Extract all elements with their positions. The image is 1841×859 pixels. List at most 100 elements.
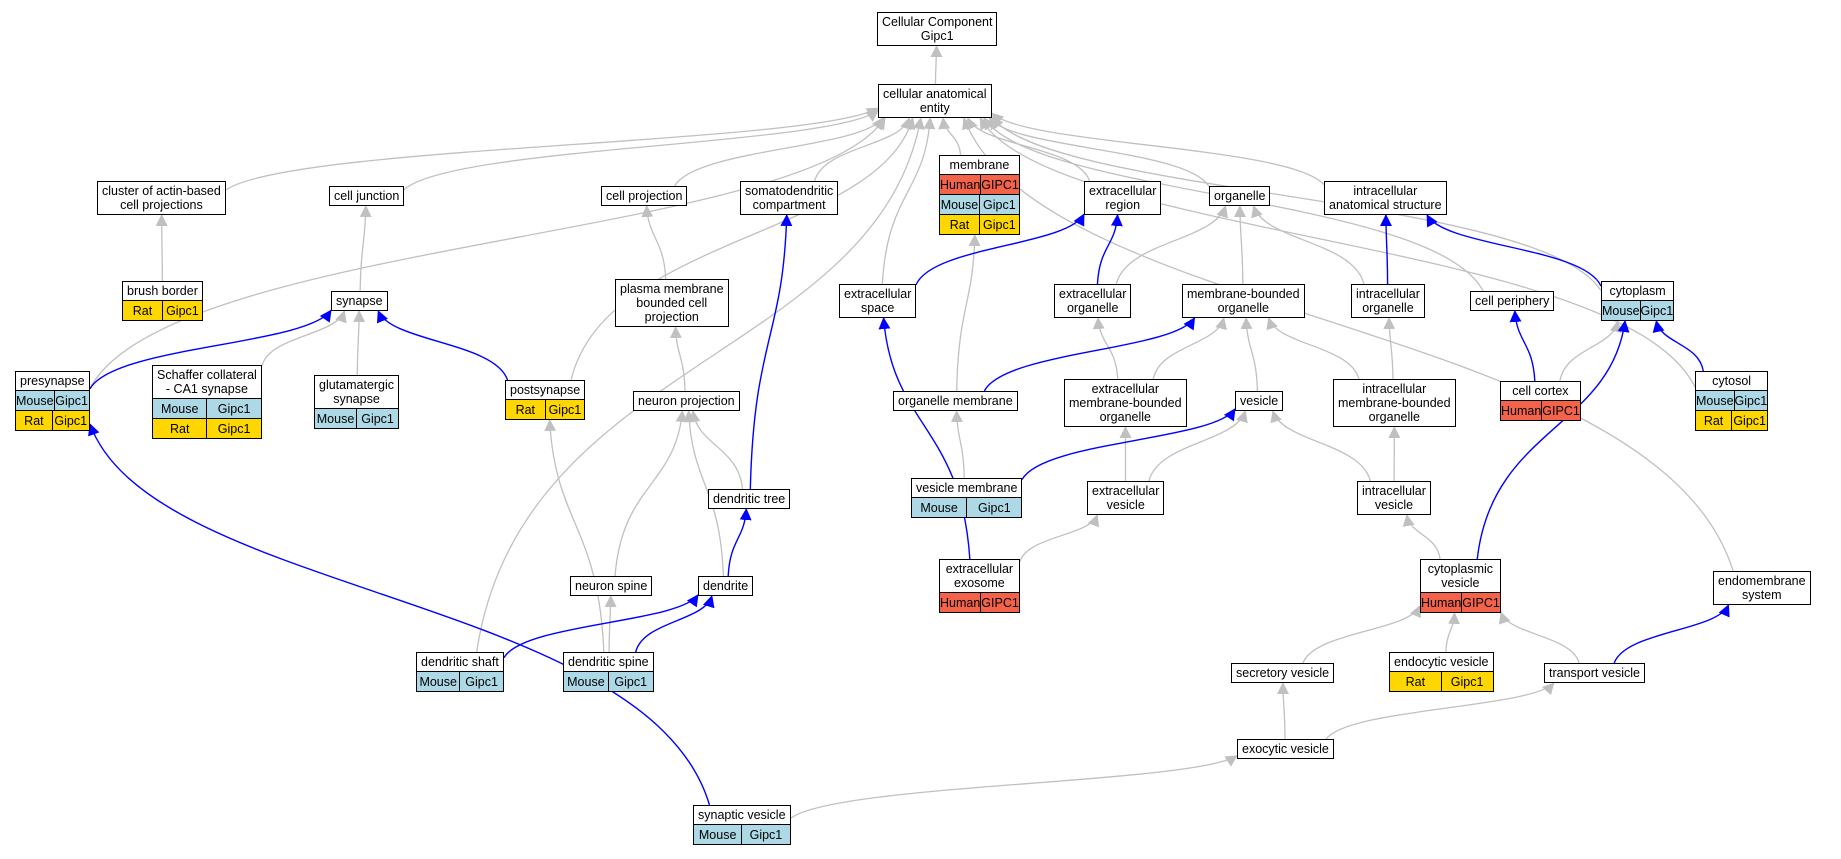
node-label-line: presynapse bbox=[20, 374, 85, 388]
node-label-line: vesicle membrane bbox=[916, 481, 1018, 495]
species-cell: Mouse bbox=[316, 411, 355, 426]
edge-extexosome-to-extvesicle bbox=[1019, 514, 1100, 562]
node-label-line: region bbox=[1105, 198, 1141, 212]
node-label-line: organelle membrane bbox=[898, 394, 1013, 408]
node-label-line: vesicle bbox=[1240, 394, 1279, 408]
node-label-line: - CA1 synapse bbox=[165, 382, 248, 396]
gene-cell: GIPC1 bbox=[980, 175, 1019, 194]
species-cell: Rat bbox=[949, 217, 970, 232]
species-cell: Mouse bbox=[567, 674, 605, 689]
node-label-line: system bbox=[1741, 588, 1782, 602]
edge-extmbo-to-mbo bbox=[1152, 317, 1227, 380]
species-cell: Human bbox=[1421, 595, 1462, 610]
gene-cell: Gipc1 bbox=[53, 391, 89, 410]
edge-extregion-to-cae bbox=[966, 117, 1091, 182]
edge-extexosome-to-extspace bbox=[878, 317, 971, 560]
edge-synvesicle-to-exocytic bbox=[790, 755, 1238, 819]
edge-postsynapse-to-synapse bbox=[376, 310, 509, 381]
node-label-line: plasma membrane bbox=[620, 282, 724, 296]
species-cell: Mouse bbox=[1602, 303, 1640, 318]
edge-glutamatergic-to-synapse bbox=[353, 310, 366, 376]
node-label-line: synaptic vesicle bbox=[698, 808, 786, 822]
edge-cellprojection-to-cae bbox=[674, 117, 884, 187]
edge-cytovesicle-to-cytoplasm bbox=[1476, 320, 1630, 560]
edge-dendrite-to-neuronproj bbox=[683, 410, 725, 577]
node-label-line: transport vesicle bbox=[1549, 666, 1641, 680]
node-label: brush border bbox=[123, 282, 202, 300]
edge-cytoplasm-to-intraanat bbox=[1426, 214, 1602, 287]
node-label-line: cell projections bbox=[120, 198, 203, 212]
edge-extorganelle-to-extregion bbox=[1096, 214, 1123, 285]
edge-dendriticspine-to-postsynapse bbox=[544, 419, 605, 653]
edge-cellcortex-to-cellperiphery bbox=[1509, 310, 1536, 382]
edge-intraorganelle-to-organelle bbox=[1251, 205, 1365, 285]
node-label-line: cytosol bbox=[1712, 374, 1752, 388]
edge-extvesicle-to-vesicle bbox=[1148, 410, 1248, 482]
edge-extspace-to-cae bbox=[881, 117, 936, 285]
node-label: organelle bbox=[1210, 187, 1269, 205]
edge-dendriticshaft-to-cae bbox=[475, 117, 925, 653]
gene-cell: Gipc1 bbox=[356, 409, 398, 428]
node-label-line: synapse bbox=[333, 392, 380, 406]
node-label-line: cell periphery bbox=[1475, 294, 1550, 308]
node-label-line: space bbox=[861, 301, 895, 315]
gene-cell: Gipc1 bbox=[161, 301, 202, 320]
node-label-line: intracellular bbox=[1362, 382, 1427, 396]
edge-orgmembrane-to-membrane bbox=[956, 234, 981, 392]
edge-dendriticspine-to-dendrite bbox=[635, 595, 715, 653]
node-cellprojection: cell projection bbox=[601, 186, 688, 206]
node-label-line: extracellular bbox=[1091, 382, 1159, 396]
node-label: secretory vesicle bbox=[1232, 664, 1333, 682]
edge-cytoplasm-to-cae bbox=[991, 116, 1602, 291]
node-label: postsynapse bbox=[506, 381, 584, 399]
node-label-line: dendritic tree bbox=[713, 492, 786, 506]
edge-exocytic-to-secretory bbox=[1276, 682, 1289, 740]
edge-cluster-to-cae bbox=[225, 107, 879, 191]
species-cell: Rat bbox=[515, 402, 536, 417]
edge-cae-to-root bbox=[930, 45, 943, 85]
species-cell: Rat bbox=[24, 413, 44, 428]
node-neuronspine: neuron spine bbox=[570, 576, 653, 596]
node-label-line: extracellular bbox=[844, 287, 912, 301]
edge-brushborder-to-cluster bbox=[155, 214, 168, 282]
gene-cell: Gipc1 bbox=[206, 399, 260, 418]
edge-exocytic-to-transport bbox=[1325, 682, 1555, 740]
node-label-line: secretory vesicle bbox=[1236, 666, 1330, 680]
node-label-line: somatodendritic bbox=[745, 184, 834, 198]
node-label-line: cluster of actin-based bbox=[102, 184, 221, 198]
node-label-line: membrane-bounded bbox=[1069, 396, 1182, 410]
species-cell: Human bbox=[940, 595, 981, 610]
